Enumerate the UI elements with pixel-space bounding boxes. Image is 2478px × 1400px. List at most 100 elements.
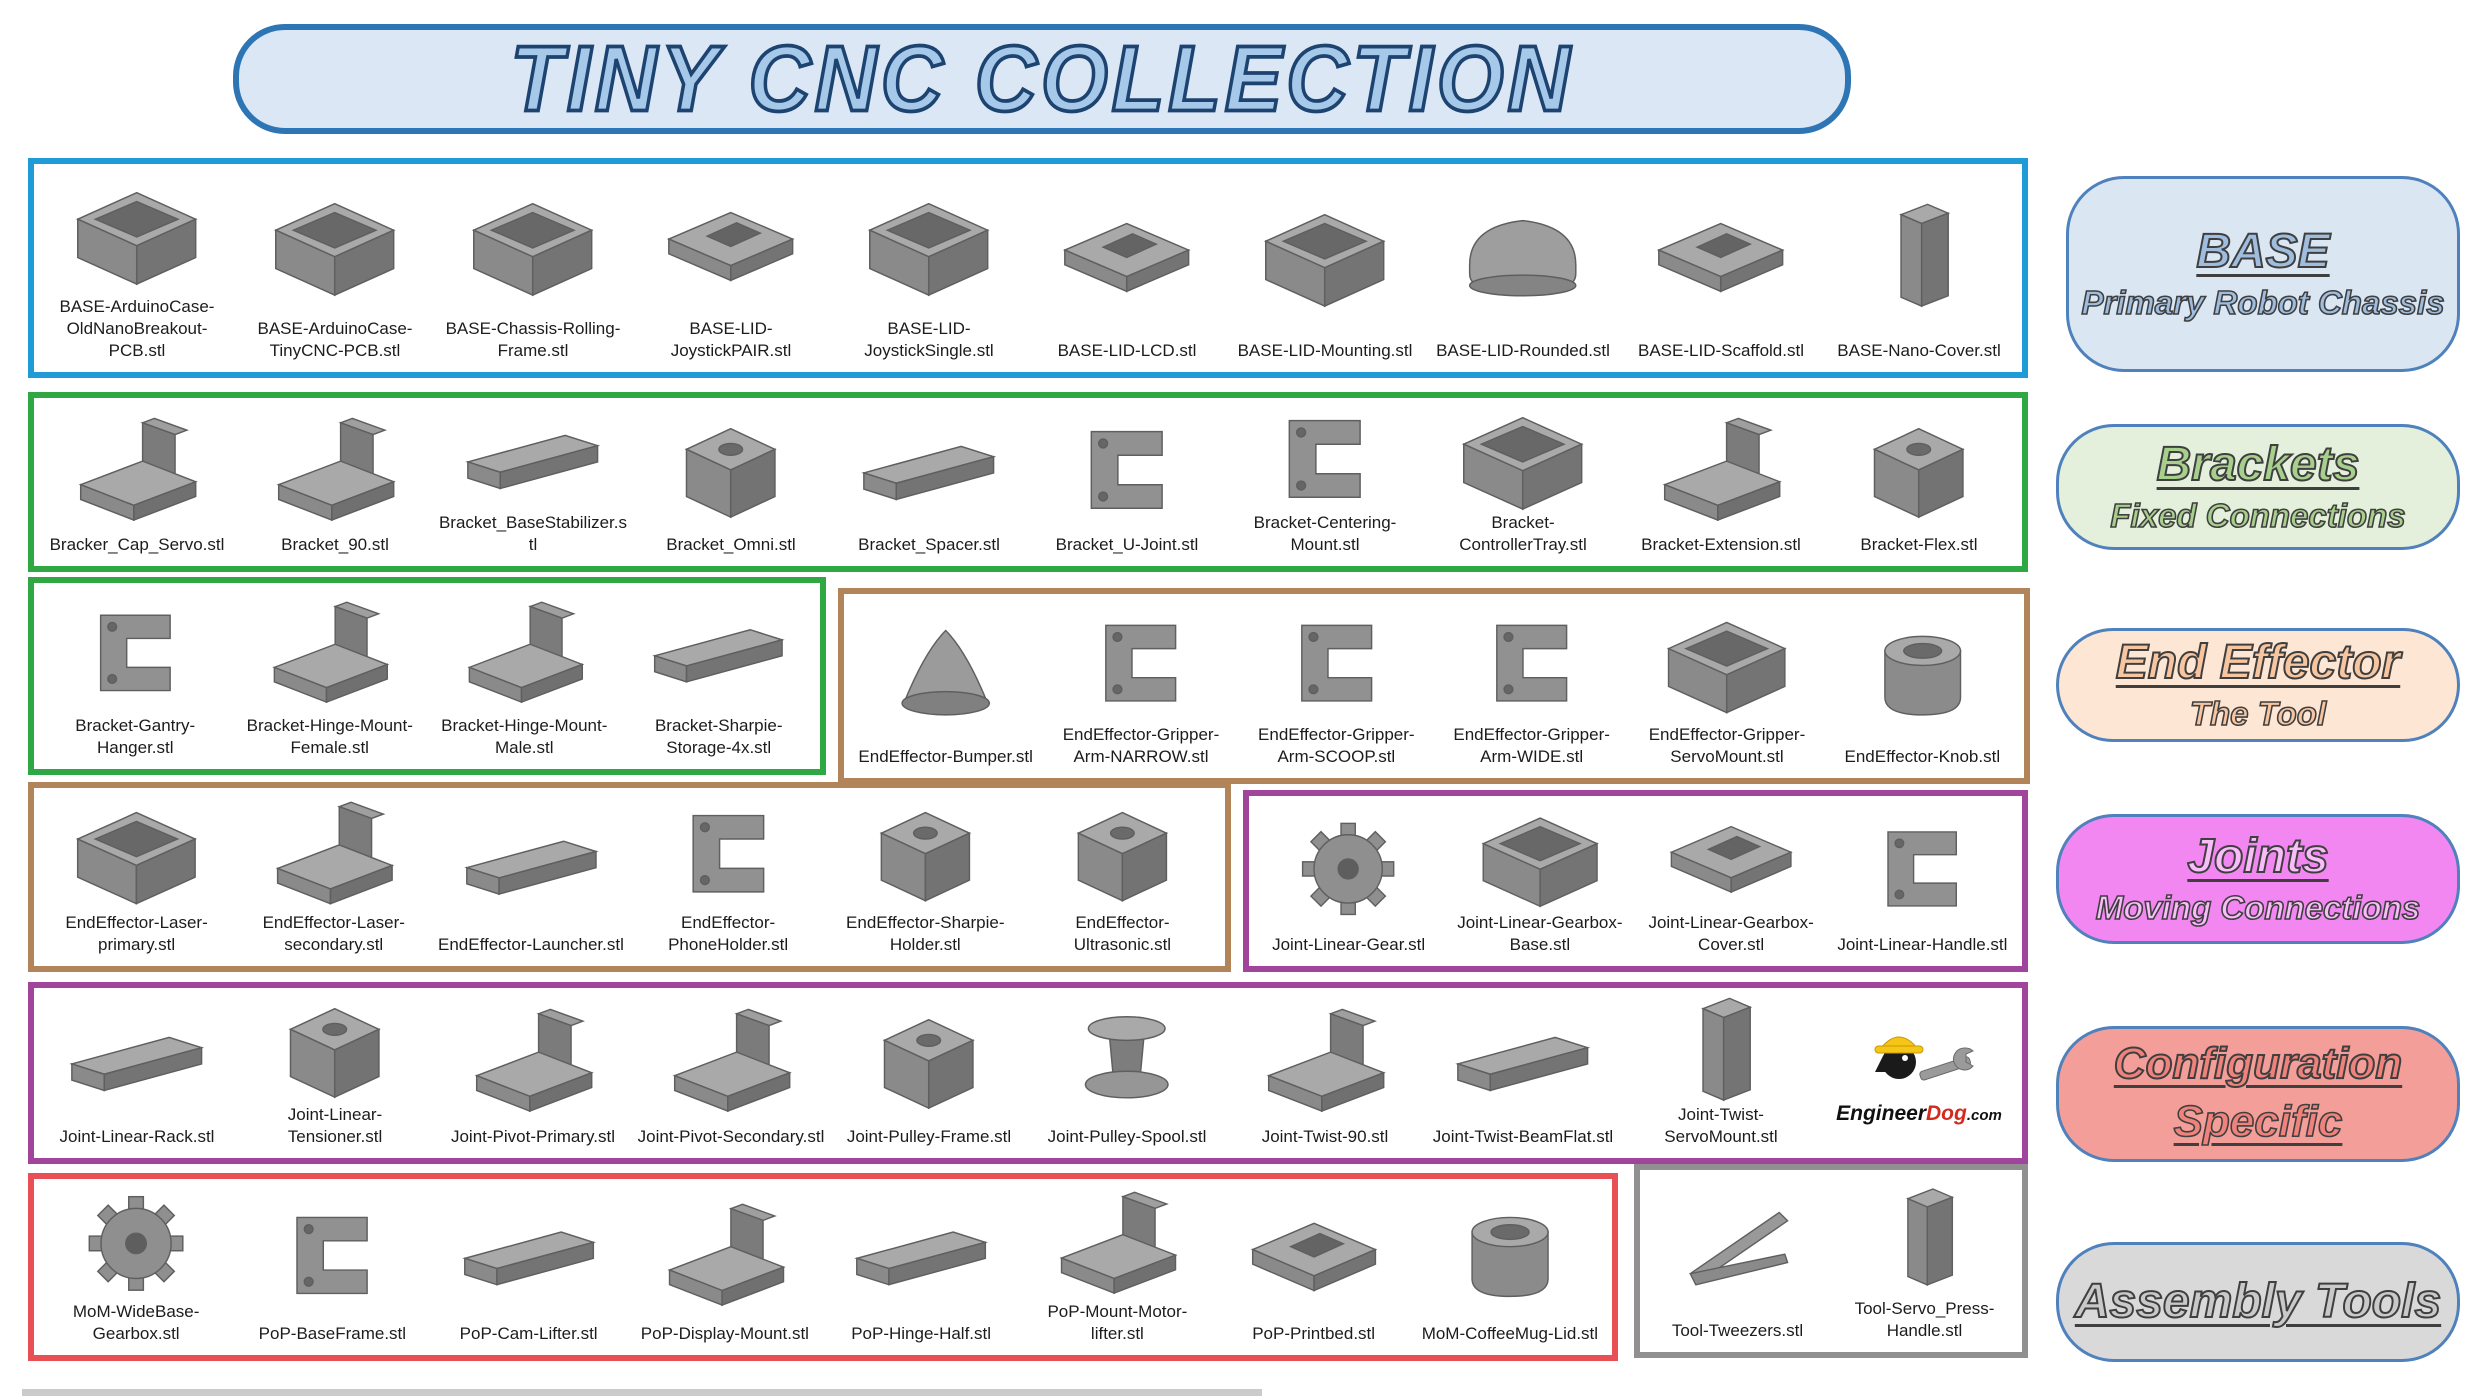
stl-thumbnail <box>1827 602 2018 746</box>
stl-filename: Bracket-Hinge-Mount-Male.stl <box>441 715 608 757</box>
stl-item: EndEffector-Launcher.stl <box>432 794 629 960</box>
stl-item: MoM-WideBase-Gearbox.stl <box>38 1185 234 1349</box>
stl-thumbnail <box>1631 602 1822 724</box>
stl-item: Tool-Tweezers.stl <box>1644 1176 1831 1346</box>
stl-item: Joint-Linear-Rack.stl <box>38 994 236 1152</box>
stl-filename: EndEffector-Laser-secondary.stl <box>262 912 405 954</box>
stl-item: Bracket_U-Joint.stl <box>1028 404 1226 560</box>
stl-item: Joint-Twist-BeamFlat.stl <box>1424 994 1622 1152</box>
stl-thumbnail <box>1426 406 1620 512</box>
tower-part-icon <box>1907 1188 1953 1286</box>
lcd-part-icon <box>668 211 794 282</box>
category-base-title: BASE <box>2195 224 2330 279</box>
category-end-effector: End Effector The Tool <box>2056 628 2460 742</box>
dome-part-icon <box>1469 219 1577 297</box>
stl-filename: BASE-LID-LCD.stl <box>1057 340 1197 360</box>
logo-cell: EngineerDog.com <box>1820 994 2018 1152</box>
stl-item: PoP-Hinge-Half.stl <box>823 1185 1019 1349</box>
bracketL-part-icon <box>278 417 395 521</box>
tower-part-icon <box>1900 203 1950 307</box>
stl-thumbnail <box>632 796 825 912</box>
stl-filename: BASE-Nano-Cover.stl <box>1837 340 2001 360</box>
stl-item: BASE-LID-Mounting.stl <box>1226 170 1424 366</box>
stl-thumbnail <box>436 406 630 512</box>
case-part-icon <box>869 202 989 296</box>
cube-part-icon <box>686 427 776 518</box>
category-joints-subtitle: Moving Connections <box>2095 889 2421 928</box>
cube-part-icon <box>1077 812 1168 902</box>
stl-thumbnail <box>832 406 1026 534</box>
stl-item: Joint-Pulley-Frame.stl <box>830 994 1028 1152</box>
bracketL-part-icon <box>1268 1008 1385 1112</box>
stl-item: Joint-Linear-Handle.stl <box>1827 802 2018 960</box>
category-brackets-title: Brackets <box>2156 437 2361 492</box>
stl-thumbnail <box>1026 796 1219 912</box>
stl-filename: EndEffector-Sharpie-Holder.stl <box>846 912 1005 954</box>
stl-filename: Joint-Pivot-Primary.stl <box>450 1126 616 1146</box>
title-banner: TINY CNC COLLECTION <box>233 24 1851 134</box>
stl-thumbnail <box>40 406 234 534</box>
stl-thumbnail <box>238 996 432 1104</box>
stl-thumbnail <box>236 1187 428 1323</box>
stl-item: EndEffector-Gripper-Arm-WIDE.stl <box>1434 600 1629 772</box>
clamp-part-icon <box>296 1216 369 1294</box>
bar-part-icon <box>463 1230 594 1285</box>
stl-thumbnail <box>1624 996 1818 1104</box>
bracketL-part-icon <box>1664 417 1781 521</box>
stl-item: Joint-Linear-Gear.stl <box>1253 802 1444 960</box>
stl-thumbnail <box>238 406 432 534</box>
stl-filename: EndEffector-Knob.stl <box>1844 746 2001 766</box>
stl-thumbnail <box>1228 172 1422 340</box>
engineerdog-mascot-icon <box>1874 1036 1974 1081</box>
stl-thumbnail <box>1446 804 1633 912</box>
stl-thumbnail <box>1030 172 1224 340</box>
category-base: BASE Primary Robot Chassis <box>2066 176 2460 372</box>
stl-thumbnail <box>40 996 234 1126</box>
stl-filename: Bracket-Flex.stl <box>1860 534 1978 554</box>
stl-filename: EndEffector-Gripper-Arm-SCOOP.stl <box>1258 724 1415 766</box>
stl-item: EndEffector-Ultrasonic.stl <box>1024 794 1221 960</box>
stl-filename: Bracket_BaseStabilizer.stl <box>438 512 628 554</box>
bar-part-icon <box>654 629 784 683</box>
clamp-part-icon <box>1288 419 1362 498</box>
case-part-icon <box>1265 213 1385 307</box>
bracketL-part-icon <box>274 601 389 703</box>
stl-thumbnail <box>1436 602 1627 724</box>
bar-part-icon <box>467 434 599 490</box>
stl-item: Joint-Linear-Tensioner.stl <box>236 994 434 1152</box>
stl-thumbnail <box>238 172 432 318</box>
stl-item: Joint-Twist-ServoMount.stl <box>1622 994 1820 1152</box>
stl-filename: Joint-Twist-90.stl <box>1261 1126 1389 1146</box>
stl-thumbnail <box>1030 406 1224 534</box>
stl-filename: Joint-Linear-Gearbox-Base.stl <box>1457 912 1623 954</box>
stl-thumbnail <box>634 406 828 534</box>
stl-thumbnail <box>433 1187 625 1323</box>
bar-part-icon <box>71 1036 203 1092</box>
stl-thumbnail <box>1624 406 1818 534</box>
stl-filename: Bracket-Sharpie-Storage-4x.stl <box>654 715 783 757</box>
stl-item: Joint-Pivot-Secondary.stl <box>632 994 830 1152</box>
category-configuration-subtitle: Specific <box>2173 1096 2343 1147</box>
clamp-part-icon <box>1300 624 1372 702</box>
case-part-icon <box>1482 817 1598 908</box>
case-part-icon <box>1668 621 1786 714</box>
stl-item: BASE-Chassis-Rolling-Frame.stl <box>434 170 632 366</box>
stl-thumbnail <box>832 172 1026 318</box>
stl-thumbnail <box>1030 996 1224 1126</box>
stl-item: Bracket-Hinge-Mount-Female.stl <box>233 589 428 763</box>
stl-item: EndEffector-Gripper-ServoMount.stl <box>1629 600 1824 772</box>
stl-filename: Bracker_Cap_Servo.stl <box>49 534 225 554</box>
stl-item: Bracker_Cap_Servo.stl <box>38 404 236 560</box>
stl-filename: Bracket_Omni.stl <box>666 534 796 554</box>
category-end-effector-subtitle: The Tool <box>2189 695 2327 734</box>
stl-filename: BASE-LID-Mounting.stl <box>1237 340 1413 360</box>
bar-part-icon <box>465 840 597 896</box>
bracketL-part-icon <box>1061 1192 1177 1295</box>
gear-part-icon <box>88 1196 184 1292</box>
category-brackets: Brackets Fixed Connections <box>2056 424 2460 550</box>
stl-filename: Joint-Twist-BeamFlat.stl <box>1432 1126 1614 1146</box>
stl-filename: Joint-Pulley-Frame.stl <box>846 1126 1012 1146</box>
stl-thumbnail <box>1228 406 1422 512</box>
